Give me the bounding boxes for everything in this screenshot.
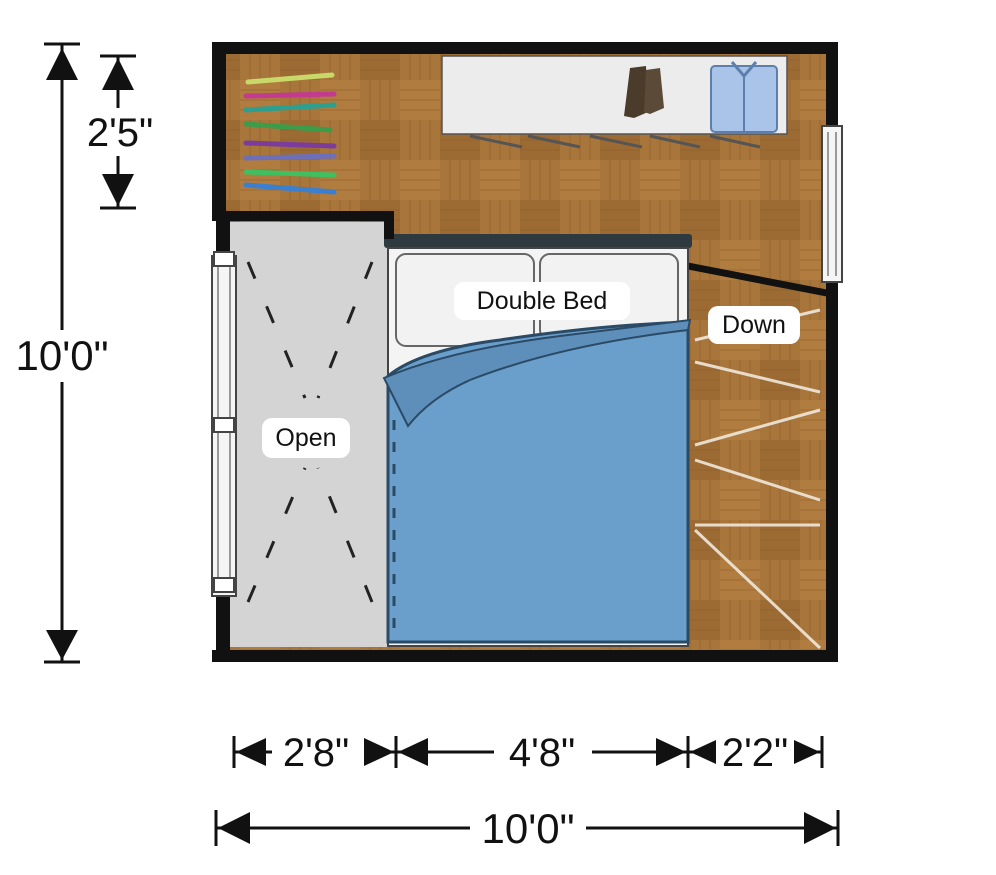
window-left: [211, 251, 237, 597]
staircase: [693, 308, 822, 650]
window-right: [821, 125, 843, 283]
label-double-bed: Double Bed: [454, 282, 630, 320]
boots-icon: [624, 66, 664, 118]
dimension-label-width-left: 2'8": [283, 731, 349, 775]
dimension-label-width-middle: 4'8": [509, 731, 575, 775]
svg-text:Down: Down: [722, 311, 786, 339]
shirt-icon: [710, 61, 778, 133]
svg-text:Open: Open: [275, 424, 336, 452]
duvet-fold: [382, 318, 692, 428]
shelf-hooks: [469, 134, 761, 149]
bed-headboard: [384, 234, 692, 248]
dimension-label-total-height: 10'0": [15, 332, 108, 379]
dimension-total-height: [6, 42, 124, 664]
stair-opening-edge: [687, 262, 833, 298]
hangers-icon: [243, 72, 337, 195]
dimension-total-width: [214, 806, 840, 852]
dimension-partial-widths: [232, 730, 824, 774]
dimension-label-closet-depth: 2'5": [87, 111, 153, 155]
label-open: Open: [262, 418, 350, 458]
dimension-closet-depth: [70, 54, 170, 210]
label-down: Down: [708, 306, 800, 344]
dimension-label-total-width: 10'0": [481, 805, 574, 852]
svg-text:Double Bed: Double Bed: [477, 287, 608, 315]
dimension-label-width-right: 2'2": [722, 731, 788, 775]
